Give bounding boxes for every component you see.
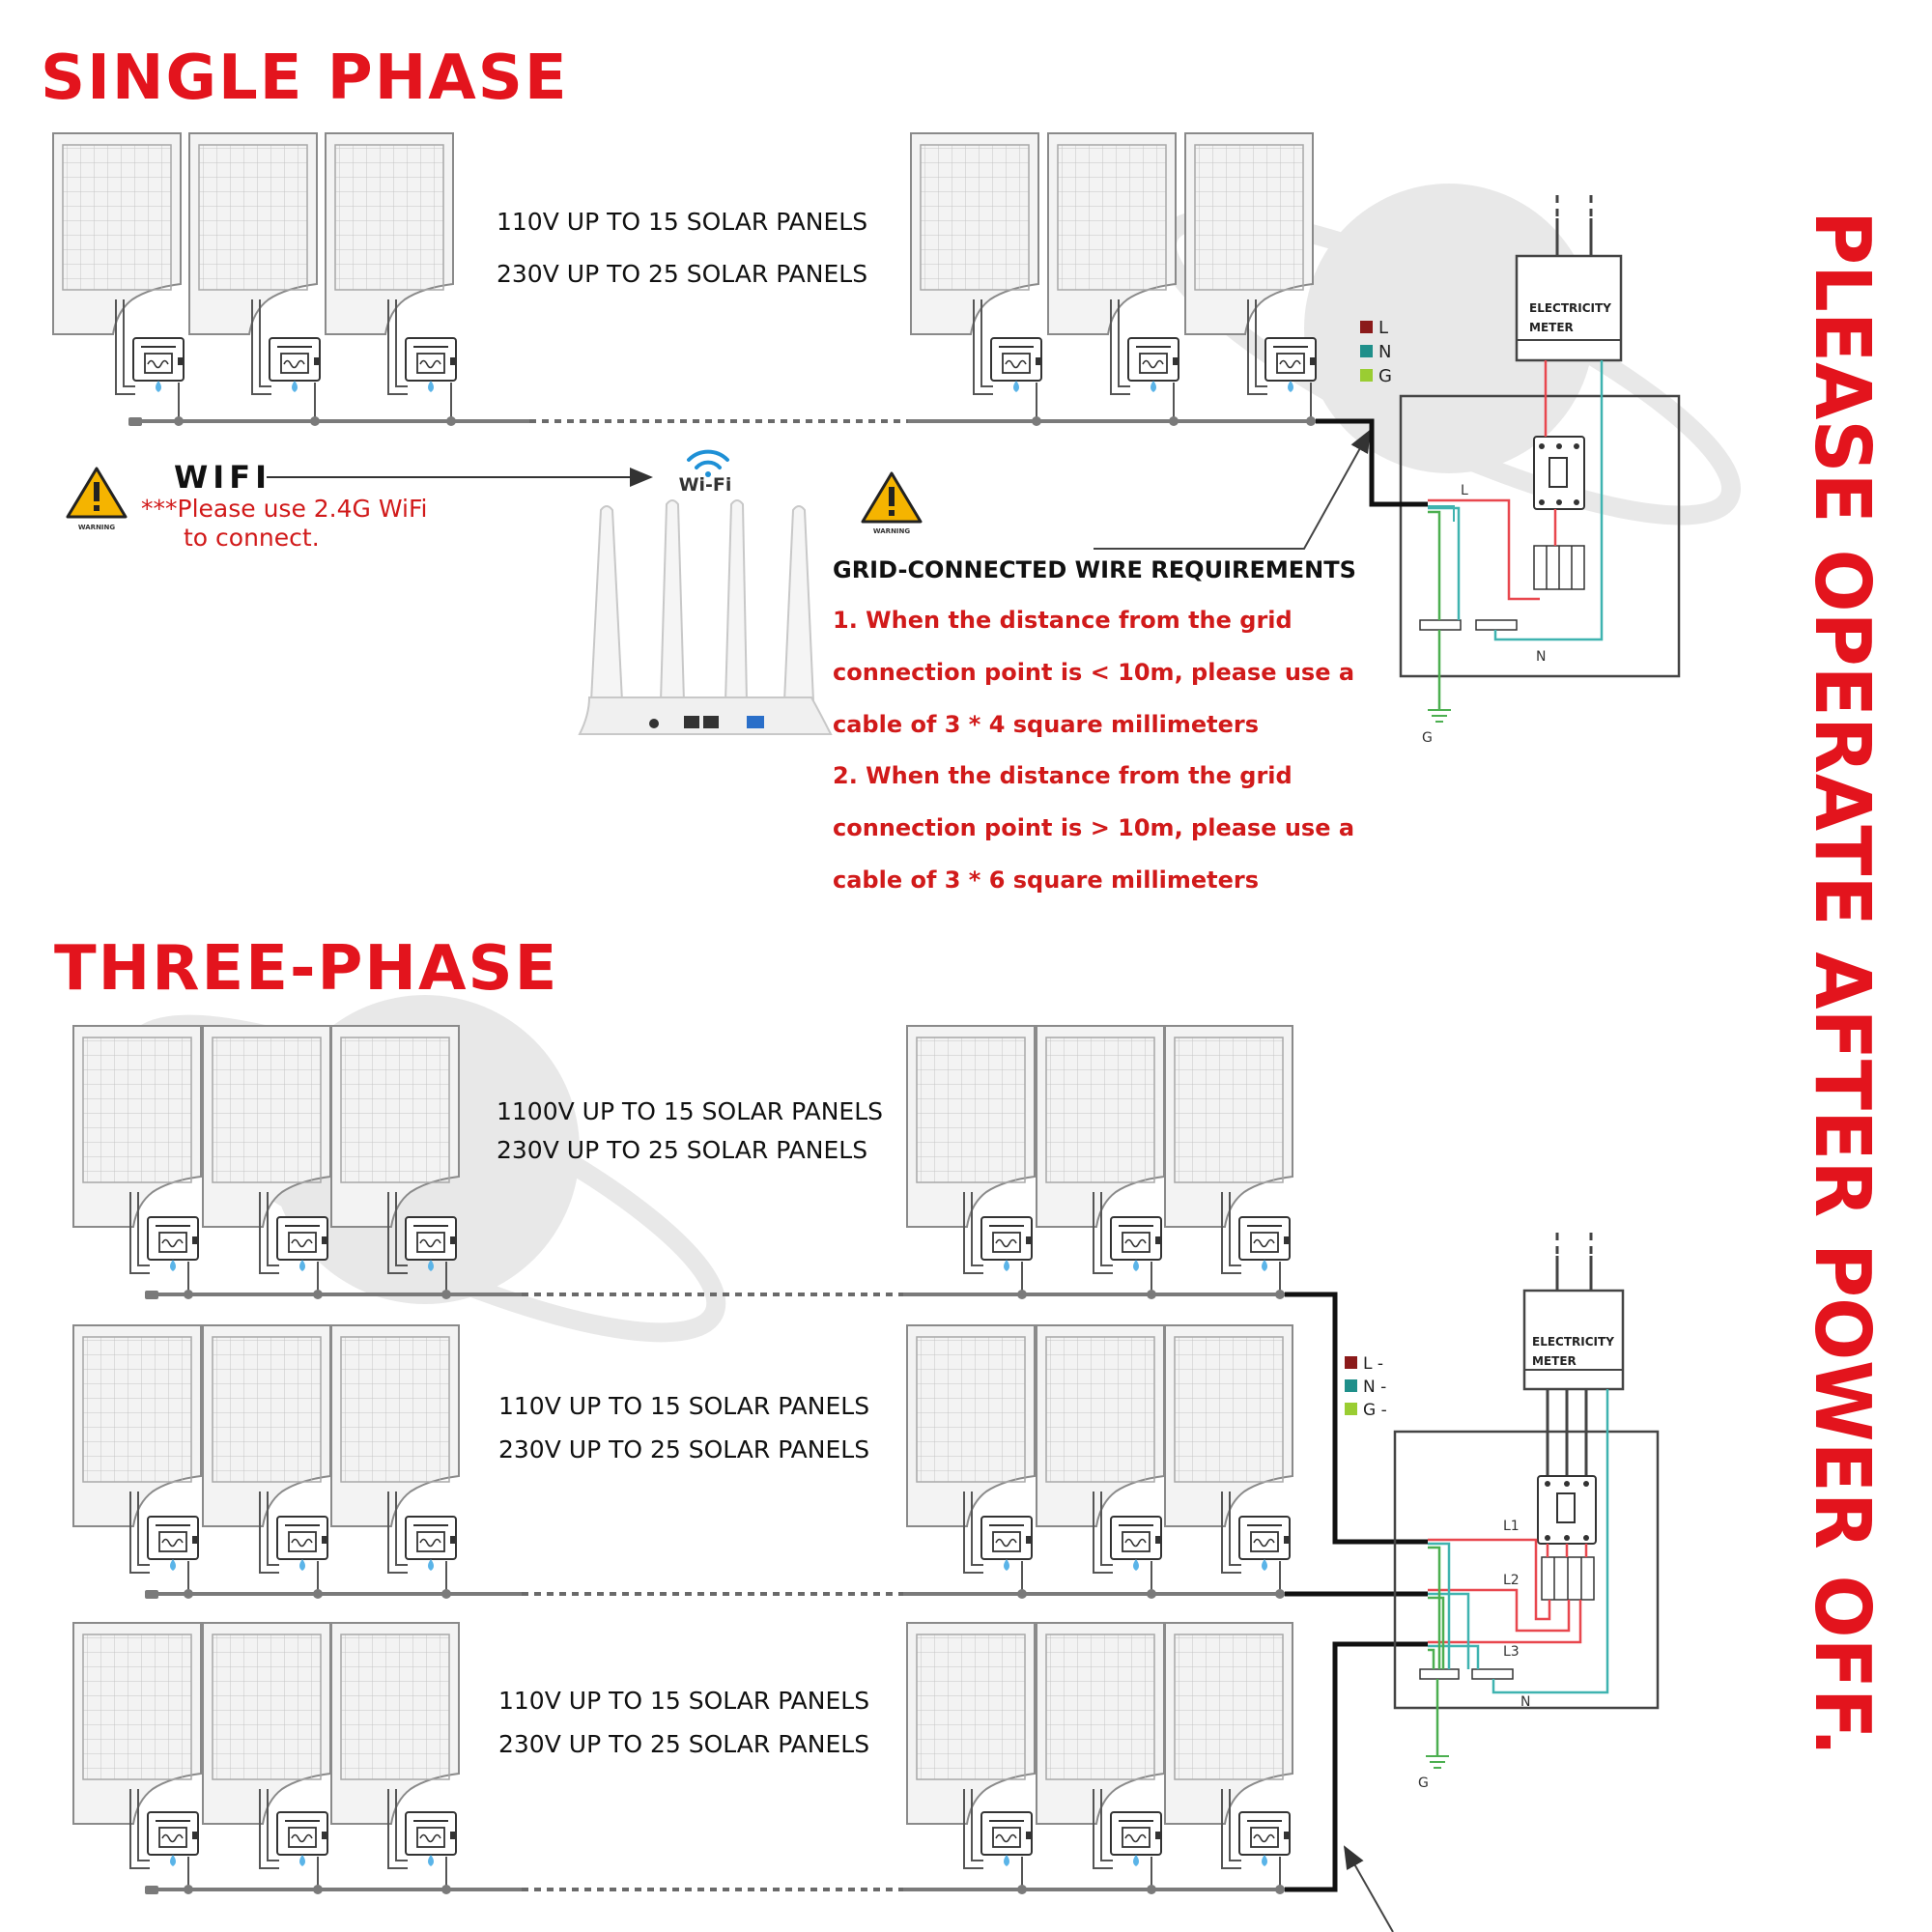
microinverter	[1238, 1811, 1291, 1867]
microinverter	[1110, 1516, 1162, 1572]
wire-rule: 1. When the distance from the grid	[833, 607, 1293, 634]
meter-label-line-1: ELECTRICITY	[1529, 301, 1611, 315]
wifi-note-line-2: to connect.	[184, 524, 320, 552]
wire-color-legend: L - N - G -	[1345, 1354, 1387, 1420]
microinverter	[990, 337, 1042, 393]
warning-icon: WARNING	[66, 467, 128, 531]
microinverter	[132, 337, 185, 393]
svg-text:WARNING: WARNING	[78, 524, 116, 531]
microinverter	[276, 1516, 328, 1572]
electricity-meter: ELECTRICITY METER	[1515, 195, 1623, 362]
single-phase-title: SINGLE PHASE	[41, 43, 569, 114]
ground-symbol	[1426, 1755, 1449, 1769]
microinverter	[147, 1811, 199, 1867]
meter-label-line-1: ELECTRICITY	[1532, 1335, 1614, 1349]
microinverter	[147, 1216, 199, 1272]
three-phase-title: THREE-PHASE	[54, 933, 558, 1005]
electricity-meter: ELECTRICITY METER	[1522, 1233, 1625, 1391]
svg-text:G -: G -	[1363, 1401, 1387, 1420]
ground-label: G	[1418, 1776, 1429, 1791]
wire-rule: connection point is < 10m, please use a	[833, 659, 1354, 686]
wifi-icon	[687, 449, 729, 477]
phase-l3-label: L3	[1503, 1644, 1520, 1660]
distribution-box	[1399, 394, 1681, 678]
ac-trunk-cable	[128, 416, 1316, 426]
meter-label-line-2: METER	[1532, 1354, 1577, 1368]
microinverter	[405, 1811, 457, 1867]
svg-text:WARNING: WARNING	[873, 527, 911, 535]
single-phase-distribution: L N G ELECTRICITY METER	[1316, 195, 1681, 746]
wifi-note-line-1: ***Please use 2.4G WiFi	[141, 495, 427, 523]
main-breaker	[1537, 1475, 1597, 1545]
wire-rule: connection point is > 10m, please use a	[833, 814, 1354, 841]
row-3-capacity-b: 230V UP TO 25 SOLAR PANELS	[498, 1730, 869, 1758]
live-label: L	[1461, 483, 1468, 498]
neutral-label: N	[1520, 1694, 1530, 1710]
microinverter	[276, 1811, 328, 1867]
microinverter	[980, 1216, 1033, 1272]
microinverter	[147, 1516, 199, 1572]
three-phase-string-2	[72, 1324, 1293, 1599]
microinverter	[405, 337, 457, 393]
terminal-block	[1419, 1668, 1514, 1680]
ground-symbol	[1428, 709, 1451, 723]
single-phase-capacity-110v: 110V UP TO 15 SOLAR PANELS	[497, 208, 867, 236]
microinverter	[1238, 1216, 1291, 1272]
row-1-capacity-b: 230V UP TO 25 SOLAR PANELS	[497, 1136, 867, 1164]
distribution-box	[1393, 1430, 1660, 1710]
pointer-line	[1094, 429, 1371, 550]
microinverter	[980, 1516, 1033, 1572]
microinverter	[1127, 337, 1179, 393]
surge-protector	[1533, 545, 1585, 590]
three-phase-string-1	[72, 1025, 1293, 1299]
power-off-warning: PLEASE OPERATE AFTER POWER OFF.	[1798, 211, 1887, 1756]
ac-trunk-cable	[145, 1885, 1285, 1894]
microinverter	[1110, 1216, 1162, 1272]
row-3-capacity-a: 110V UP TO 15 SOLAR PANELS	[498, 1687, 869, 1715]
svg-text:L -: L -	[1363, 1354, 1383, 1374]
pointer-line	[1344, 1845, 1394, 1932]
microinverter	[1110, 1811, 1162, 1867]
three-phase-string-3	[72, 1622, 1293, 1894]
meter-label-line-2: METER	[1529, 321, 1574, 334]
ac-trunk-cable	[145, 1290, 1285, 1299]
microinverter	[980, 1811, 1033, 1867]
microinverter	[1238, 1516, 1291, 1572]
wire-rule: 2. When the distance from the grid	[833, 762, 1293, 789]
svg-text:G: G	[1378, 366, 1392, 386]
row-2-capacity-a: 110V UP TO 15 SOLAR PANELS	[498, 1392, 869, 1420]
wire-requirements-list: 1. When the distance from the grid conne…	[833, 607, 1354, 894]
wire-color-legend: L N G	[1360, 318, 1392, 386]
ac-trunk-cable	[145, 1589, 1285, 1599]
three-phase-distribution: L - N - G - ELECTRICITY METER	[1285, 1233, 1660, 1932]
surge-protector	[1541, 1556, 1595, 1601]
phase-l2-label: L2	[1503, 1573, 1520, 1588]
warning-icon: WARNING	[861, 471, 923, 535]
single-phase-string	[52, 132, 1317, 426]
single-phase-capacity-230v: 230V UP TO 25 SOLAR PANELS	[497, 260, 867, 288]
wire-rule: cable of 3 * 6 square millimeters	[833, 867, 1259, 894]
wifi-router: Wi-Fi	[578, 449, 833, 735]
phase-l1-label: L1	[1503, 1519, 1520, 1534]
svg-text:N -: N -	[1363, 1378, 1386, 1397]
microinverter	[269, 337, 321, 393]
microinverter	[276, 1216, 328, 1272]
main-breaker	[1533, 436, 1585, 510]
svg-text:L: L	[1378, 318, 1388, 338]
ground-label: G	[1422, 730, 1433, 746]
wifi-label: WIFI	[174, 459, 271, 496]
row-2-capacity-b: 230V UP TO 25 SOLAR PANELS	[498, 1435, 869, 1463]
svg-text:N: N	[1378, 342, 1391, 362]
wire-requirements-title: GRID-CONNECTED WIRE REQUIREMENTS	[833, 556, 1356, 583]
terminal-block	[1419, 619, 1518, 631]
router-wifi-badge: Wi-Fi	[679, 474, 732, 496]
row-1-capacity-a: 1100V UP TO 15 SOLAR PANELS	[497, 1097, 883, 1125]
microinverter	[405, 1516, 457, 1572]
neutral-label: N	[1536, 649, 1546, 665]
wire-rule: cable of 3 * 4 square millimeters	[833, 711, 1259, 738]
